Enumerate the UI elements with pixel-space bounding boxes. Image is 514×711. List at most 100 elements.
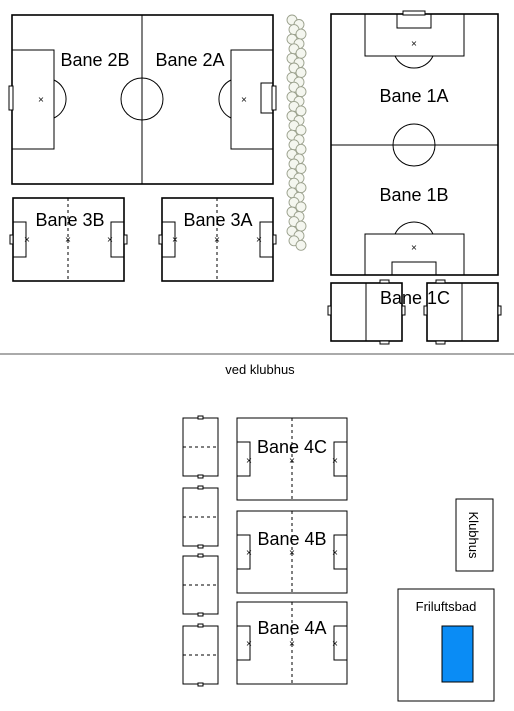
cross-mark-icon: × [256,235,263,244]
field-1c-right-goal-bottom [435,340,446,345]
field-label-4b: Bane 4B [257,529,326,549]
field-4c[interactable]: × × × Bane 4C [236,417,348,501]
field-3b[interactable]: × × × Bane 3B [9,197,128,282]
field-3b-right-goal [123,234,128,245]
cross-mark-icon: × [38,95,45,104]
field-1-bottom-arc [394,221,434,235]
friluftsbad-outline [397,588,495,702]
swimming-pool [441,625,474,683]
field-4a-left-box [236,625,251,661]
mini-pitch-goal [197,612,204,617]
field-label-4a: Bane 4A [257,618,326,638]
field-2-right-arc [218,79,232,119]
field-1-top-goal-area [396,13,432,29]
field-2-left-goal [8,85,14,111]
tree-row-icon [286,14,307,251]
mini-pitch-goal [197,623,204,628]
cross-mark-icon: × [332,639,339,648]
field-1-bottom-box [364,233,465,276]
field-label-2b: Bane 2B [60,50,129,70]
mini-pitch-goal [197,485,204,490]
field-1c-left-goal-top [379,279,390,284]
field-3b-left-goal [9,234,14,245]
field-label-1c: Bane 1C [380,288,450,308]
field-1-top-goal [402,10,426,16]
field-2-left-arc [53,79,67,119]
cross-mark-icon: × [24,235,31,244]
field-label-1b: Bane 1B [379,185,448,205]
field-2-left-box [11,49,55,150]
field-3a[interactable]: × × × Bane 3A [158,197,277,282]
tree-icon [295,220,307,232]
cross-mark-icon: × [246,639,253,648]
mini-pitch-column[interactable] [182,415,219,687]
cross-mark-icon: × [332,456,339,465]
field-label-3a: Bane 3A [183,210,252,230]
tree-icon [295,201,307,213]
field-1-top-box [364,13,465,57]
mini-pitch-goal [197,544,204,549]
field-4b[interactable]: × × × Bane 4B [236,510,348,594]
tree-icon [295,182,307,194]
divider-caption: ved klubhus [225,362,295,377]
tree-icon [295,239,307,251]
klubhus-building[interactable]: Klubhus [455,498,494,572]
cross-mark-icon: × [289,639,296,648]
field-2-right-goal [271,85,277,111]
cross-mark-icon: × [332,548,339,557]
tree-icon [295,143,307,155]
field-3a-right-goal [272,234,277,245]
tree-icon [295,86,307,98]
field-4c-left-box [236,441,251,477]
field-4c-right-box [333,441,348,477]
mini-pitch-goal [197,474,204,479]
field-label-4c: Bane 4C [257,437,327,457]
field-1c[interactable]: Bane 1C [327,279,502,345]
field-1-top-arc [394,55,434,69]
cross-mark-icon: × [411,243,418,252]
tree-icon [295,105,307,117]
tree-icon [295,47,307,59]
cross-mark-icon: × [214,235,221,244]
field-1c-right-goal-a [423,305,428,316]
mini-pitch-outline [182,555,219,615]
cross-mark-icon: × [241,95,248,104]
field-1c-right-goal-top [435,279,446,284]
field-1c-left-goal-b [401,305,406,316]
cross-mark-icon: × [289,548,296,557]
tree-icon [295,28,307,40]
field-1-bottom-goal-area [391,261,437,276]
field-label-2a: Bane 2A [155,50,224,70]
field-4a-right-box [333,625,348,661]
field-1c-right-goal-b [497,305,502,316]
field-4b-right-box [333,534,348,570]
field-1c-left-goal-bottom [379,340,390,345]
field-2[interactable]: × × Bane 2B Bane 2A [8,14,277,185]
mini-pitch-outline [182,417,219,477]
klubhus-label: Klubhus [466,512,481,559]
tree-icon [295,67,307,78]
cross-mark-icon: × [289,456,296,465]
friluftsbad-label: Friluftsbad [416,599,477,614]
field-label-3b: Bane 3B [35,210,104,230]
mini-pitch-goal [197,415,204,420]
mini-pitch-goal [197,553,204,558]
mini-pitch-outline [182,487,219,547]
klubhus-outline [455,498,494,572]
field-4a[interactable]: × × × Bane 4A [236,601,348,685]
cross-mark-icon: × [172,235,179,244]
field-1-center-circle [392,123,436,167]
tree-icon [295,163,307,174]
friluftsbad[interactable]: Friluftsbad [397,588,495,702]
field-label-1a: Bane 1A [379,86,448,106]
cross-mark-icon: × [411,39,418,48]
mini-pitch-outline [182,625,219,685]
field-2-center-circle [120,77,164,121]
cross-mark-icon: × [246,456,253,465]
cross-mark-icon: × [246,548,253,557]
field-1[interactable]: × × Bane 1A Bane 1B [330,10,499,276]
field-4b-left-box [236,534,251,570]
field-2-right-box [230,49,274,150]
cross-mark-icon: × [65,235,72,244]
